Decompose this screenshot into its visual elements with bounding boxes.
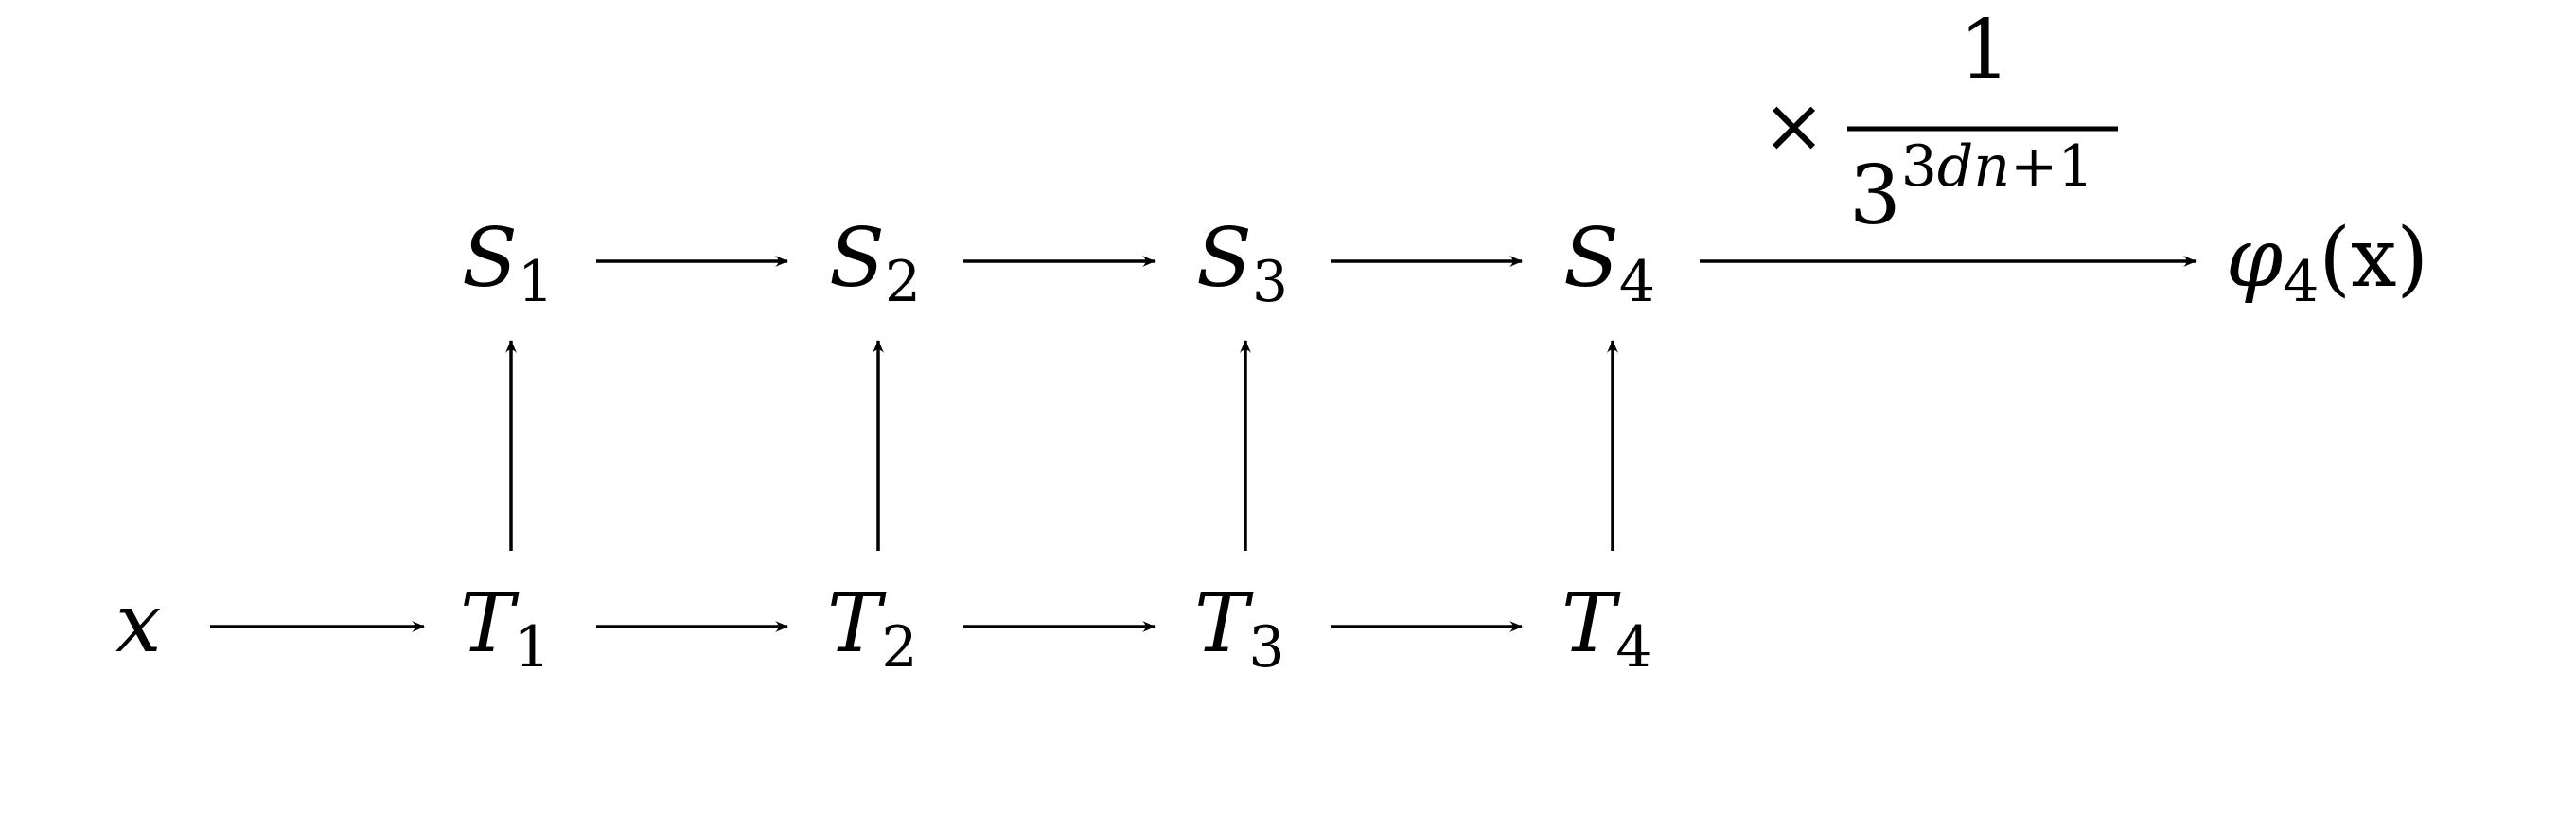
node-s1: S1 bbox=[462, 211, 554, 315]
node-t2: T2 bbox=[827, 576, 918, 681]
node-s2: S2 bbox=[829, 211, 921, 315]
fraction-denominator: 33dn+1 bbox=[1849, 133, 2093, 243]
times-symbol: × bbox=[1762, 81, 1826, 169]
node-input-x: x bbox=[115, 576, 162, 671]
node-s3: S3 bbox=[1196, 211, 1288, 315]
arrows bbox=[210, 256, 2197, 632]
top-row: S1 S2 S3 S4 bbox=[462, 211, 1655, 315]
bottom-row: T1 T2 T3 T4 bbox=[460, 576, 1652, 681]
node-t4: T4 bbox=[1561, 576, 1652, 681]
node-t1: T1 bbox=[460, 576, 551, 681]
edge-label-scale-factor: × 1 33dn+1 bbox=[1762, 3, 2118, 243]
fraction-numerator: 1 bbox=[1959, 3, 2011, 97]
node-t3: T3 bbox=[1194, 576, 1285, 681]
node-s4: S4 bbox=[1563, 211, 1655, 315]
node-output-phi: φ4(x) bbox=[2226, 211, 2428, 315]
